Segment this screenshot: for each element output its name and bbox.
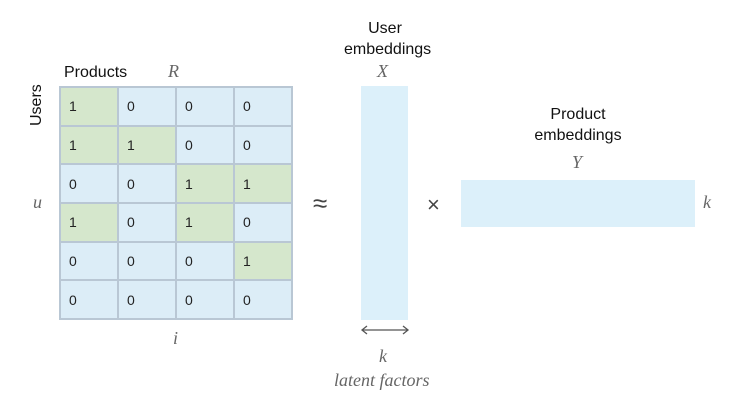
matrix-cell: 1: [60, 87, 118, 126]
user-embeddings-title-line2: embeddings: [344, 41, 432, 58]
matrix-cell: 0: [234, 125, 292, 165]
approx-symbol: ≈: [313, 188, 328, 218]
matrix-cell: 0: [60, 280, 118, 319]
product-embeddings-title: Product embeddings: [520, 104, 636, 146]
user-embeddings-title-line1: User: [368, 20, 402, 37]
users-axis-label: Users: [28, 84, 45, 126]
product-embeddings-title-line1: Product: [550, 106, 606, 123]
matrix-cell: 0: [118, 280, 176, 319]
matrix-cell: 1: [234, 164, 292, 203]
matrix-cell: 1: [234, 241, 292, 281]
matrix-cell: 0: [118, 164, 176, 203]
latent-factors-caption: latent factors: [334, 370, 430, 390]
product-embeddings-title-line2: embeddings: [534, 127, 622, 144]
matrix-cell: 1: [176, 203, 234, 242]
matrix-cell: 0: [234, 203, 292, 242]
matrix-r-name: R: [168, 61, 179, 81]
column-index-i: i: [173, 328, 179, 348]
matrix-cell: 0: [176, 87, 234, 126]
matrix-cell: 0: [118, 203, 176, 242]
matrix-cell: 0: [176, 125, 234, 165]
matrix-cell: 0: [176, 280, 234, 319]
products-axis-label: Products: [64, 64, 128, 81]
matrix-cell: 0: [60, 241, 118, 281]
matrix-cell: 0: [234, 87, 292, 126]
matrix-cell: 1: [60, 203, 118, 242]
user-embeddings-k-label: k: [379, 346, 387, 366]
product-embeddings-k-label: k: [703, 192, 711, 212]
product-embedding-matrix-y: [461, 180, 695, 227]
row-index-u: u: [33, 192, 42, 212]
matrix-cell: 0: [176, 241, 234, 281]
width-double-arrow-icon: [360, 325, 410, 335]
matrix-cell: 1: [60, 125, 118, 165]
matrix-cell: 0: [234, 280, 292, 319]
product-embeddings-name: Y: [572, 152, 583, 172]
user-embedding-matrix-x: [361, 86, 408, 320]
matrix-cell: 0: [118, 241, 176, 281]
user-embeddings-name: X: [377, 61, 388, 81]
matrix-cell: 1: [118, 125, 176, 165]
times-symbol: ×: [427, 192, 440, 217]
matrix-cell: 1: [176, 164, 234, 203]
user-embeddings-title: User embeddings: [344, 18, 432, 60]
matrix-cell: 0: [60, 164, 118, 203]
matrix-cell: 0: [118, 87, 176, 126]
